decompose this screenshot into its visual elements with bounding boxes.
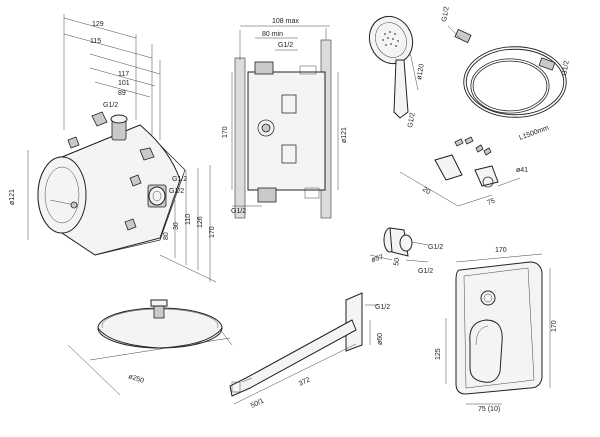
- dim-holder-75: 75: [486, 198, 496, 207]
- dim-hose-g12a: G1/2: [441, 6, 451, 22]
- dim-g12-a: G1/2: [103, 102, 118, 109]
- dim-holder-20: 20: [421, 186, 431, 196]
- dim-panel-125: 125: [435, 348, 442, 360]
- dim-101: 101: [118, 80, 130, 87]
- dim-spout-372: 372: [298, 376, 312, 387]
- dim-115: 115: [90, 38, 101, 45]
- shower-hose: G1/2 G1/2 L1500mm: [441, 6, 571, 142]
- dim-110: 110: [185, 214, 192, 225]
- dim-outlet-57: ø57: [371, 254, 385, 264]
- rain-shower-head: ø250: [67, 299, 233, 396]
- dim-outlet-50: 50: [393, 257, 401, 266]
- dim-108: 108 max: [272, 18, 299, 25]
- hand-shower: ø120 G1/2: [368, 16, 426, 128]
- dim-spout-w: 50/1: [250, 397, 265, 409]
- dim-g12-bot: G1/2: [231, 208, 246, 215]
- dim-129: 129: [92, 21, 104, 28]
- control-panel: 170 170 125 75 (10): [435, 247, 558, 413]
- dim-outlet-g12b: G1/2: [418, 268, 433, 275]
- dim-spout-g12: G1/2: [375, 304, 390, 311]
- dim-80min: 80 min: [262, 31, 283, 38]
- bath-spout: G1/2 ø60 372 50/1: [229, 292, 390, 410]
- dim-outlet-g12a: G1/2: [428, 244, 443, 251]
- dim-121: ø121: [9, 189, 16, 205]
- shower-holder: ø41 20 75: [399, 136, 528, 207]
- dim-d120: ø120: [416, 63, 426, 80]
- dim-170: 170: [209, 226, 216, 238]
- dim-holder-41: ø41: [516, 167, 528, 174]
- dim-30: 30: [173, 222, 180, 230]
- dim-121-mid: ø121: [341, 127, 348, 143]
- mixer-box-section: 108 max 80 min G1/2 170 ø121 G1/2: [222, 18, 348, 219]
- dim-panel-170h: 170: [551, 320, 558, 332]
- dim-hose-len: L1500mm: [518, 125, 550, 142]
- wall-outlet: ø57 50 G1/2 G1/2: [369, 227, 443, 275]
- dim-117: 117: [118, 71, 129, 78]
- dim-hose-g12b: G1/2: [561, 60, 571, 76]
- dim-g12-b: G1/2: [172, 176, 187, 183]
- dim-80: 80: [163, 232, 170, 240]
- dim-hs-g12: G1/2: [407, 112, 417, 128]
- dim-126: 126: [197, 216, 204, 228]
- dim-89: 89: [118, 90, 126, 97]
- dim-spout-60: ø60: [377, 333, 384, 345]
- dim-170-mid: 170: [222, 126, 229, 138]
- dim-panel-170w: 170: [495, 247, 507, 254]
- mixer-box-iso: 129 115 117 101 89 G1/2 ø121: [9, 14, 217, 283]
- dim-g12-c: G1/2: [169, 188, 184, 195]
- dim-panel-75: 75 (10): [478, 406, 500, 413]
- dim-g12-top: G1/2: [278, 42, 293, 49]
- dim-rain-250: ø250: [127, 373, 144, 385]
